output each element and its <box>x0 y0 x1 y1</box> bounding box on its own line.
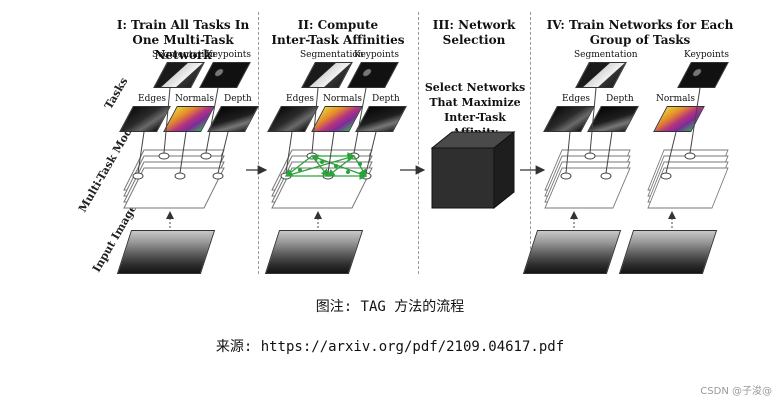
figure-source: 来源: https://arxiv.org/pdf/2109.04617.pdf <box>215 339 565 355</box>
task-label-segmentation: Segmentation <box>152 50 216 60</box>
affinity-edges <box>284 152 368 180</box>
stage-divider <box>530 12 531 274</box>
task-label-keypoints: Keypoints <box>684 50 729 60</box>
selection-cube <box>430 130 516 210</box>
model-to-task-lines <box>137 87 229 174</box>
model-nodes <box>560 152 612 180</box>
watermark: CSDN @子浚@ <box>700 386 772 397</box>
task-label-keypoints: Keypoints <box>206 50 251 60</box>
model-to-task-lines <box>665 87 701 174</box>
stage-divider <box>258 12 259 274</box>
task-label-segmentation: Segmentation <box>300 50 364 60</box>
task-label-edges: Edges <box>138 94 167 104</box>
task-label-normals: Normals <box>175 94 214 104</box>
stage-divider <box>418 12 419 274</box>
model-to-task-lines <box>285 87 377 174</box>
task-label-edges: Edges <box>562 94 591 104</box>
affinity-points <box>298 160 362 174</box>
task-label-depth: Depth <box>224 94 252 104</box>
task-label-segmentation: Segmentation <box>574 50 638 60</box>
task-label-keypoints: Keypoints <box>354 50 399 60</box>
task-label-edges: Edges <box>286 94 315 104</box>
figure-caption: 图注: TAG 方法的流程 <box>315 299 465 315</box>
model-to-task-lines <box>565 87 613 174</box>
task-label-depth: Depth <box>606 94 634 104</box>
task-label-normals: Normals <box>656 94 695 104</box>
model-nodes <box>660 152 696 180</box>
task-label-depth: Depth <box>372 94 400 104</box>
task-label-normals: Normals <box>323 94 362 104</box>
